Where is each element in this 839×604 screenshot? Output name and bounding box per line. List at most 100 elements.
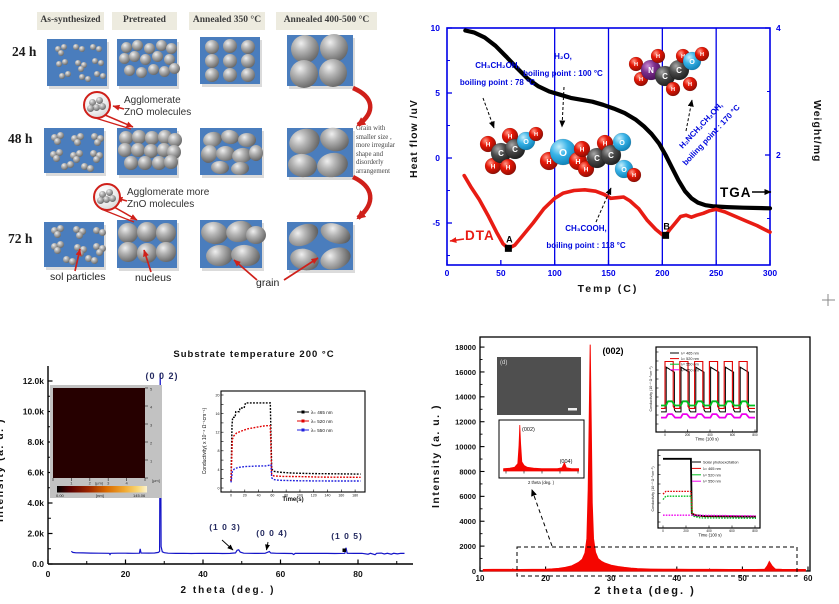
tick-label: 16: [216, 412, 220, 416]
particle-sphere: [135, 66, 147, 78]
callout-sphere: [108, 194, 116, 202]
callout1-line1: Agglomerate: [124, 95, 181, 106]
tga-curve: [463, 28, 773, 211]
row-label-24h: 24 h: [12, 44, 37, 59]
particle-sphere: [80, 162, 88, 170]
particle-sphere: [92, 155, 100, 163]
particle-sphere: [60, 162, 68, 170]
particle-sphere: [58, 72, 66, 80]
tick-label: 3: [150, 423, 153, 428]
particle-sphere: [53, 230, 61, 238]
water-bp: boiling point : 100 °C: [523, 69, 603, 78]
particle-sphere: [132, 130, 146, 144]
dta-curve-label: DTA: [465, 228, 495, 243]
afm-scale-max: 145.06: [133, 493, 146, 498]
particle-sphere: [118, 242, 138, 262]
weight-axis-label: Weight/mg: [811, 100, 823, 163]
tick-label: 400: [707, 433, 713, 437]
particle-sphere: [54, 45, 62, 53]
particle-sphere: [80, 61, 88, 69]
tick-label: C: [676, 66, 682, 75]
callout-sphere: [88, 98, 96, 106]
dta-curve: [462, 173, 772, 251]
tick-label: Time (100 s): [695, 437, 719, 442]
particle-sphere: [72, 155, 80, 163]
particle-sphere: [131, 39, 143, 51]
tick-label: 200: [655, 268, 669, 278]
particle-sphere: [144, 144, 158, 158]
tick-label: 8: [218, 449, 220, 453]
tick-label: H: [632, 173, 636, 179]
grain-note: Grain with smaller size , more irregular…: [356, 125, 396, 175]
tick-label: O: [523, 137, 529, 146]
tick-label: 2: [776, 150, 781, 160]
tick-label: 40: [672, 574, 681, 583]
tick-label: H: [671, 87, 675, 93]
ethanol-bp: boiling point : 78 °C: [459, 78, 536, 87]
tick-label: 600: [730, 433, 736, 437]
callout-agglomerate-label: Agglomerate ZnO molecules: [124, 95, 191, 119]
particle-sphere: [64, 70, 72, 78]
particle-sphere: [168, 133, 182, 147]
annotation-arrow: [595, 187, 612, 223]
tick-label: 12: [216, 431, 220, 435]
particle-sphere: [320, 34, 348, 62]
particle-sphere: [139, 53, 151, 65]
particle-sphere: [74, 59, 82, 67]
annotation-water: H₂O, boiling point : 100 °C: [515, 52, 611, 86]
tick-label: 0: [472, 567, 476, 576]
tick-label: H: [688, 82, 692, 88]
diagram-cell: [44, 128, 104, 173]
tick-label: 2000: [459, 542, 476, 551]
peak-label-br-002: (002): [602, 346, 624, 356]
column-header-as-synthesized: As-synthesized: [37, 12, 104, 30]
atom-H: [682, 76, 698, 92]
particle-sphere: [118, 223, 138, 243]
tick-label: 4: [218, 468, 220, 472]
dashed-arrow: [531, 489, 553, 547]
zoom-callout-circle: [93, 183, 121, 211]
annotation-arrow: [559, 86, 566, 128]
particle-sphere: [128, 50, 140, 62]
particle-sphere: [204, 67, 220, 83]
particle-sphere: [53, 246, 61, 254]
tick-label: C: [512, 145, 518, 154]
particle-sphere: [158, 65, 170, 77]
tick-label: 100: [548, 268, 562, 278]
tick-label: 10000: [455, 442, 476, 451]
marker-square: [504, 244, 512, 252]
tick-label: 6.0k: [27, 468, 44, 478]
tick-label: Solar photoexcitation: [703, 461, 738, 465]
tick-label: 0: [46, 569, 51, 579]
tick-label: 800: [752, 433, 758, 437]
tick-label: 800: [752, 529, 758, 533]
tick-label: Conductivity (10⁻⁴ Ω⁻¹cm⁻¹): [649, 366, 653, 411]
dta-arrow: [449, 237, 465, 244]
synthesis-diagram-panel: As-synthesized Pretreated Annealed 350 °…: [0, 0, 420, 300]
tick-label: 0: [435, 153, 440, 163]
tick-label: 30: [607, 574, 616, 583]
particle-sphere: [56, 224, 64, 232]
tick-label: 4: [150, 405, 153, 410]
tick-label: H: [575, 157, 580, 166]
particle-sphere: [69, 151, 77, 159]
tick-label: 10: [476, 574, 485, 583]
tick-label: 120: [311, 494, 317, 498]
tick-label: 5: [150, 387, 153, 392]
cycles-wavy: [661, 413, 755, 419]
label-grain: grain: [256, 277, 280, 289]
sem-image: [497, 357, 581, 415]
tga-curve-label: TGA: [720, 185, 752, 200]
tick-label: H: [700, 52, 704, 58]
particle-sphere: [55, 148, 63, 156]
atom-C: [600, 144, 622, 166]
column-header-annealed-400-500: Annealed 400-500 °C: [276, 12, 377, 30]
particle-sphere: [151, 50, 163, 62]
red-arrow: [233, 259, 258, 281]
tick-label: 10.0k: [23, 407, 45, 417]
particle-sphere: [75, 231, 83, 239]
temp-axis-label: Temp (C): [577, 283, 639, 295]
particle-sphere: [119, 131, 133, 145]
